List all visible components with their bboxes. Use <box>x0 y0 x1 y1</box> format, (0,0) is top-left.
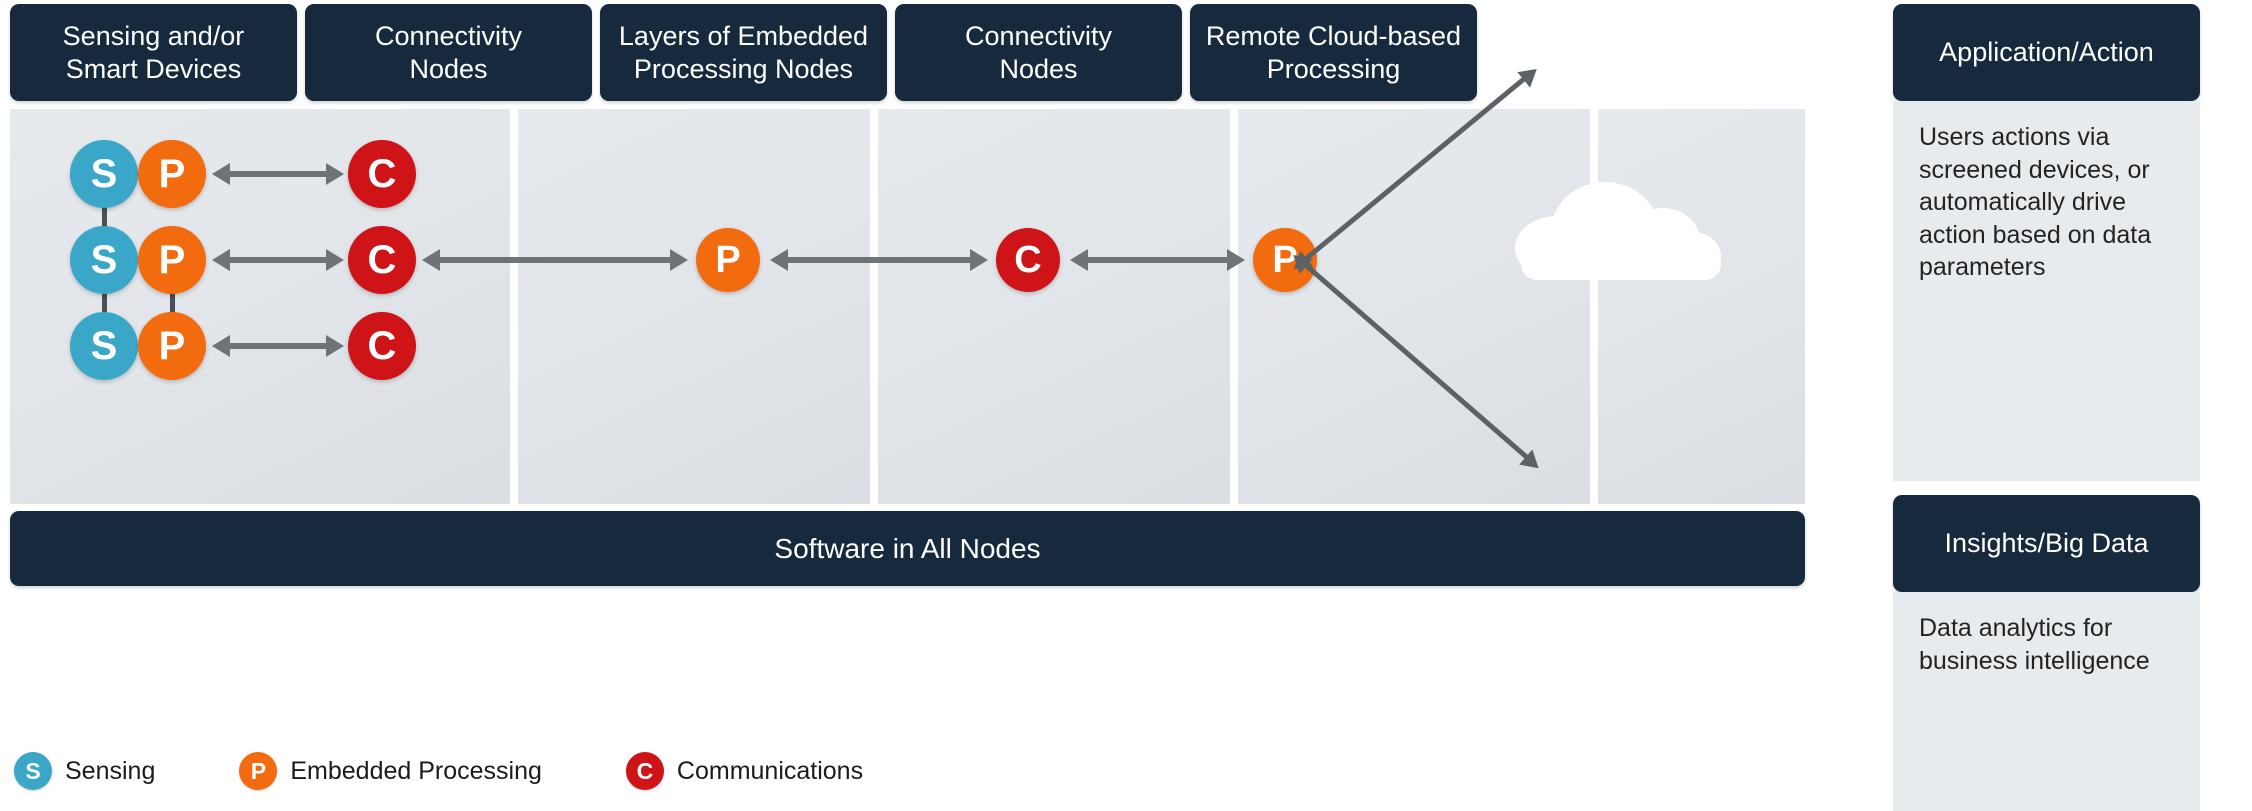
node-label: C <box>1014 239 1042 281</box>
node-comms-1[interactable]: C <box>348 140 416 208</box>
node-sensing-3[interactable]: S <box>70 312 138 380</box>
node-processing-3[interactable]: P <box>138 312 206 380</box>
legend-label: Embedded Processing <box>290 756 542 785</box>
panel-header-insights-big-data[interactable]: Insights/Big Data <box>1893 495 2200 592</box>
architecture-diagram: Sensing and/or Smart Devices Connectivit… <box>10 4 1805 667</box>
panel-application-action: Application/Action Users actions via scr… <box>1893 4 2200 481</box>
panel-header-application-action[interactable]: Application/Action <box>1893 4 2200 101</box>
software-bar-label: Software in All Nodes <box>774 532 1041 564</box>
node-embedded-processing[interactable]: P <box>696 228 760 292</box>
panel-title: Insights/Big Data <box>1944 528 2149 559</box>
column-divider <box>510 109 518 504</box>
legend-icon-letter: C <box>636 757 654 784</box>
panel-body-insights-big-data: Data analytics for business intelligence <box>1893 592 2200 811</box>
column-body-connectivity-2 <box>1238 109 1590 504</box>
legend-icon-letter: P <box>250 757 267 784</box>
column-body-embedded <box>878 109 1230 504</box>
node-sensing-2[interactable]: S <box>70 226 138 294</box>
node-comms-4[interactable]: C <box>996 228 1060 292</box>
column-header-label: Layers of Embedded Processing Nodes <box>618 20 869 84</box>
node-processing-1[interactable]: P <box>138 140 206 208</box>
legend: S Sensing P Embedded Processing C Commun… <box>14 745 947 797</box>
legend-label: Sensing <box>65 756 156 785</box>
node-label: C <box>367 238 397 282</box>
legend-processing-icon: P <box>239 752 278 790</box>
legend-label: Communications <box>676 756 864 785</box>
legend-item-sensing: S Sensing <box>14 752 155 790</box>
arrow-processing3-comms3 <box>212 335 344 357</box>
node-label: S <box>90 238 118 282</box>
cloud-icon <box>1515 174 1740 280</box>
legend-icon-letter: S <box>25 757 41 784</box>
column-header-label: Sensing and/or Smart Devices <box>62 20 245 84</box>
panel-body-application-action: Users actions via screened devices, or a… <box>1893 101 2200 481</box>
node-label: P <box>158 238 186 282</box>
column-header-sensing[interactable]: Sensing and/or Smart Devices <box>10 4 297 101</box>
arrow-comms2-embedded <box>422 249 688 271</box>
node-cloud-processing[interactable]: P <box>1253 228 1317 292</box>
software-bar[interactable]: Software in All Nodes <box>10 511 1805 586</box>
node-sensing-1[interactable]: S <box>70 140 138 208</box>
column-header-connectivity-1[interactable]: Connectivity Nodes <box>305 4 592 101</box>
node-label: P <box>715 239 741 281</box>
node-label: P <box>158 152 186 196</box>
legend-item-comms: C Communications <box>625 752 864 790</box>
node-comms-2[interactable]: C <box>348 226 416 294</box>
column-divider <box>1590 109 1598 504</box>
node-label: S <box>90 152 118 196</box>
arrow-processing2-comms2 <box>212 249 344 271</box>
arrow-comms4-cloud <box>1070 249 1245 271</box>
node-label: P <box>1272 239 1298 281</box>
panel-insights-big-data: Insights/Big Data Data analytics for bus… <box>1893 495 2200 811</box>
arrow-processing1-comms1 <box>212 163 344 185</box>
node-label: C <box>367 152 397 196</box>
column-header-label: Remote Cloud-based Processing <box>1205 20 1462 84</box>
panel-body-text: Data analytics for business intelligence <box>1919 614 2150 675</box>
arrow-embedded-comms4 <box>770 249 988 271</box>
panel-title: Application/Action <box>1939 37 2154 68</box>
column-header-label: Connectivity Nodes <box>374 20 523 84</box>
column-header-embedded[interactable]: Layers of Embedded Processing Nodes <box>600 4 887 101</box>
column-body-connectivity-1 <box>518 109 870 504</box>
column-header-label: Connectivity Nodes <box>964 20 1113 84</box>
node-comms-3[interactable]: C <box>348 312 416 380</box>
column-divider <box>1230 109 1238 504</box>
legend-item-processing: P Embedded Processing <box>239 752 542 790</box>
panel-body-text: Users actions via screened devices, or a… <box>1919 123 2152 281</box>
node-label: S <box>90 324 118 368</box>
column-divider <box>870 109 878 504</box>
legend-comms-icon: C <box>625 752 664 790</box>
column-header-cloud[interactable]: Remote Cloud-based Processing <box>1190 4 1477 101</box>
column-header-connectivity-2[interactable]: Connectivity Nodes <box>895 4 1182 101</box>
legend-sensing-icon: S <box>14 752 52 790</box>
column-body-cloud <box>1598 109 1805 504</box>
node-label: C <box>367 324 397 368</box>
node-processing-2[interactable]: P <box>138 226 206 294</box>
node-label: P <box>158 324 186 368</box>
